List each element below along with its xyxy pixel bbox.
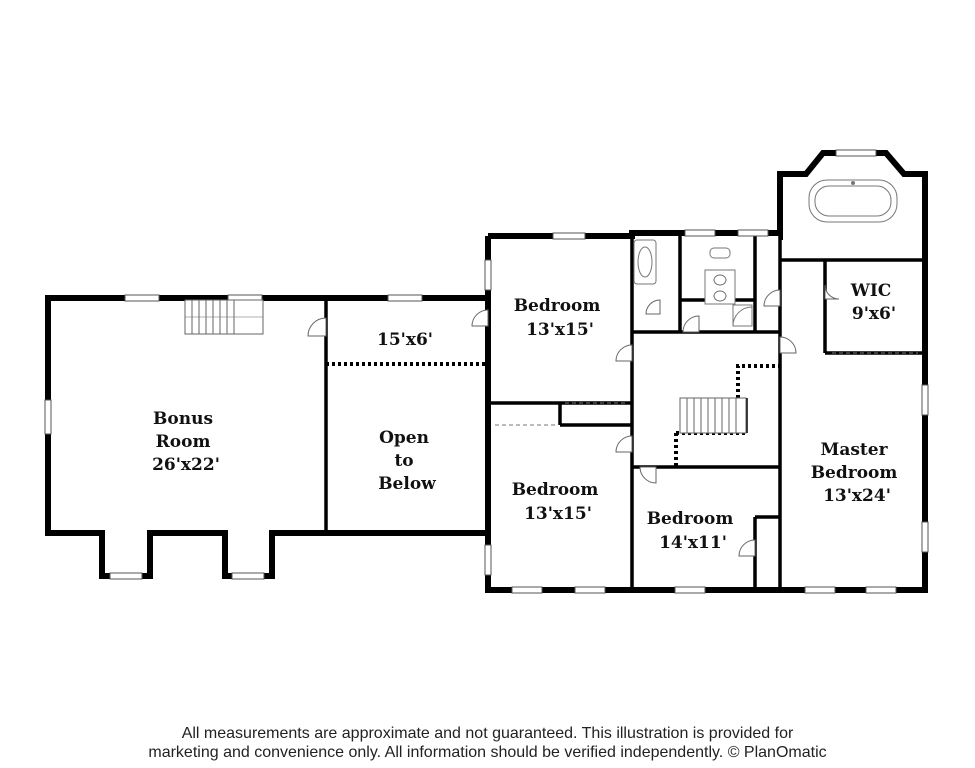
label-open-to-below: Open to Below [378, 428, 436, 494]
disclaimer-line-1: All measurements are approximate and not… [181, 725, 794, 742]
closet-doors [495, 352, 918, 426]
doors [307, 284, 840, 557]
railings [326, 362, 780, 467]
interior-walls [324, 233, 925, 590]
stairs-bonus [184, 299, 264, 335]
label-bedroom-2: Bedroom 13'x15' [512, 480, 605, 524]
disclaimer-line-2: marketing and convenience only. All info… [148, 744, 827, 761]
label-landing: 15'x6' [377, 330, 433, 350]
label-bedroom-1: Bedroom 13'x15' [514, 296, 607, 340]
label-master-bedroom: Master Bedroom 13'x24' [811, 440, 904, 506]
windows [44, 149, 929, 594]
disclaimer: All measurements are approximate and not… [0, 724, 975, 762]
label-bonus-room: Bonus Room 26'x22' [152, 409, 220, 475]
exterior-walls [45, 150, 928, 593]
room-labels: Bonus Room 26'x22' 15'x6' Open to Below … [152, 281, 904, 553]
label-wic: WIC 9'x6' [850, 281, 898, 324]
label-bedroom-3: Bedroom 14'x11' [647, 509, 740, 553]
stairs-hall [679, 397, 747, 434]
bath-fixtures [633, 179, 898, 327]
